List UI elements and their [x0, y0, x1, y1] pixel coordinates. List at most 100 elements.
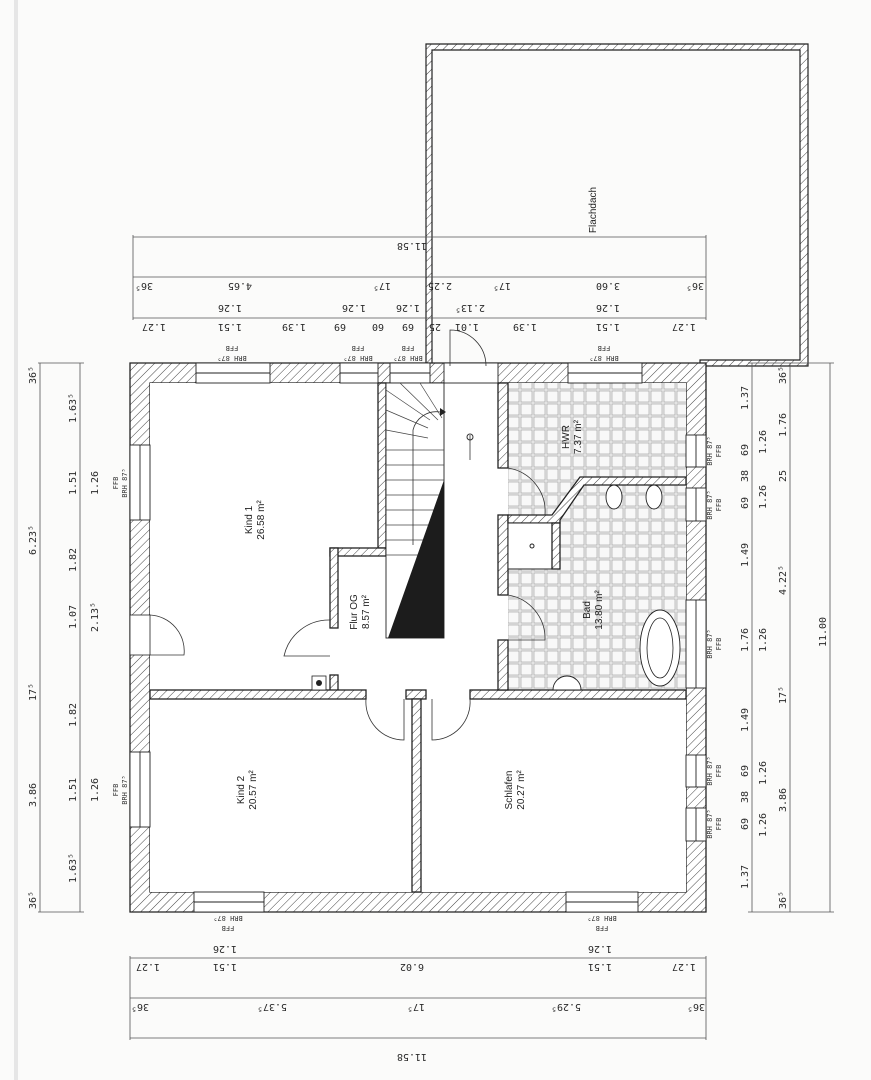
room-labels: Kind 1 26.58 m² Flur OG 8.57 m² HWR 7.37…: [236, 419, 605, 809]
svg-text:17⁵: 17⁵: [373, 280, 391, 291]
svg-text:FFB: FFB: [598, 344, 611, 352]
svg-text:1.63⁵: 1.63⁵: [68, 393, 79, 423]
room-name-kind2: Kind 2: [236, 775, 247, 804]
svg-text:17⁵: 17⁵: [407, 1001, 425, 1012]
svg-text:1.26: 1.26: [90, 471, 101, 495]
svg-text:38: 38: [740, 791, 751, 803]
bathroom-fixtures: [311, 484, 681, 691]
svg-text:1.51: 1.51: [68, 471, 79, 495]
svg-text:1.26: 1.26: [588, 943, 612, 954]
room-name-bad: Bad: [582, 601, 593, 619]
svg-text:BRH 87⁵: BRH 87⁵: [587, 914, 617, 922]
svg-text:FFB: FFB: [402, 344, 415, 352]
svg-text:FFB: FFB: [715, 818, 723, 831]
svg-text:3.86: 3.86: [28, 783, 39, 807]
svg-text:1.26: 1.26: [758, 761, 769, 785]
svg-text:FFB: FFB: [715, 499, 723, 512]
svg-text:1.07: 1.07: [68, 605, 79, 629]
doors: [129, 467, 546, 741]
svg-text:25: 25: [778, 470, 789, 482]
staircase: [385, 382, 474, 639]
svg-text:1.27: 1.27: [672, 961, 696, 972]
room-area-kind1: 26.58 m²: [256, 500, 267, 540]
svg-text:1.27: 1.27: [142, 321, 166, 332]
svg-text:1.49: 1.49: [740, 708, 751, 732]
svg-text:FFB: FFB: [352, 344, 365, 352]
svg-text:1.49: 1.49: [740, 543, 751, 567]
svg-text:1.26: 1.26: [218, 302, 242, 313]
svg-text:1.63⁵: 1.63⁵: [68, 853, 79, 883]
svg-text:1.82: 1.82: [68, 703, 79, 727]
svg-text:2.25: 2.25: [428, 280, 452, 291]
svg-text:1.26: 1.26: [396, 302, 420, 313]
svg-text:1.51: 1.51: [596, 321, 620, 332]
svg-text:BRH 87⁵: BRH 87⁵: [343, 354, 373, 362]
dimensions-right: 1.37 69 38 69 1.49 1.76 1.49 69 38 69 1.…: [740, 362, 834, 913]
interior-walls: [149, 382, 687, 893]
svg-text:1.26: 1.26: [758, 813, 769, 837]
room-area-schlafen: 20.27 m²: [516, 770, 527, 810]
svg-text:FFB: FFB: [112, 784, 120, 797]
svg-text:1.51: 1.51: [218, 321, 242, 332]
svg-text:5.37⁵: 5.37⁵: [257, 1001, 287, 1012]
svg-text:60: 60: [372, 321, 384, 332]
svg-text:BRH 87⁵: BRH 87⁵: [706, 436, 714, 466]
svg-text:17⁵: 17⁵: [493, 280, 511, 291]
room-area-kind2: 20.57 m²: [248, 770, 259, 810]
svg-text:1.39: 1.39: [513, 321, 537, 332]
door-flachdach: [443, 329, 499, 384]
svg-text:1.51: 1.51: [588, 961, 612, 972]
svg-text:BRH 87⁵: BRH 87⁵: [706, 809, 714, 839]
windows: [129, 362, 707, 913]
svg-text:FFB: FFB: [222, 924, 235, 932]
room-name-flur: Flur OG: [349, 594, 360, 630]
svg-text:FFB: FFB: [715, 638, 723, 651]
svg-text:1.27: 1.27: [672, 321, 696, 332]
room-name-hwr: HWR: [561, 425, 572, 449]
svg-text:69: 69: [740, 444, 751, 456]
svg-text:BRH 87⁵: BRH 87⁵: [589, 354, 619, 362]
svg-text:1.01: 1.01: [455, 321, 479, 332]
room-area-bad: 13.80 m²: [594, 590, 605, 630]
svg-text:36⁵: 36⁵: [686, 280, 704, 291]
svg-text:1.26: 1.26: [758, 430, 769, 454]
svg-text:38: 38: [740, 470, 751, 482]
svg-text:BRH 87⁵: BRH 87⁵: [121, 468, 129, 498]
room-name-flachdach: Flachdach: [588, 187, 599, 233]
svg-text:BRH 87⁵: BRH 87⁵: [706, 629, 714, 659]
dimensions-top: 11.58 36⁵ 4.65 17⁵ 2.25 17⁵ 3.60 36⁵ 1.2…: [132, 235, 707, 332]
svg-text:17⁵: 17⁵: [28, 683, 39, 701]
svg-text:BRH 87⁵: BRH 87⁵: [393, 354, 423, 362]
svg-text:1.26: 1.26: [758, 628, 769, 652]
svg-text:BRH 87⁵: BRH 87⁵: [217, 354, 247, 362]
svg-text:FFB: FFB: [226, 344, 239, 352]
svg-text:BRH 87⁵: BRH 87⁵: [706, 490, 714, 520]
svg-text:1.51: 1.51: [68, 778, 79, 802]
dimensions-left: 36⁵ 6.23⁵ 17⁵ 3.86 36⁵ 1.63⁵ 1.51 1.82 1…: [28, 362, 101, 913]
svg-text:1.51: 1.51: [213, 961, 237, 972]
svg-text:1.82: 1.82: [68, 548, 79, 572]
svg-text:1.37: 1.37: [740, 386, 751, 410]
scan-edge: [14, 0, 18, 1080]
svg-text:4.65: 4.65: [228, 280, 252, 291]
svg-text:BRH 87⁵: BRH 87⁵: [706, 756, 714, 786]
svg-text:FFB: FFB: [596, 924, 609, 932]
svg-text:FFB: FFB: [112, 477, 120, 490]
room-name-kind1: Kind 1: [244, 505, 255, 534]
svg-text:69: 69: [740, 818, 751, 830]
svg-text:3.60: 3.60: [596, 280, 620, 291]
svg-text:69: 69: [740, 765, 751, 777]
svg-text:1.76: 1.76: [778, 413, 789, 437]
svg-text:69: 69: [402, 321, 414, 332]
svg-text:36⁵: 36⁵: [778, 366, 789, 384]
svg-text:1.37: 1.37: [740, 865, 751, 889]
svg-text:69: 69: [740, 497, 751, 509]
svg-text:11.58: 11.58: [397, 240, 427, 251]
room-name-schlafen: Schlafen: [504, 771, 515, 810]
svg-text:3.86: 3.86: [778, 788, 789, 812]
svg-text:6.02: 6.02: [400, 961, 424, 972]
svg-text:1.76: 1.76: [740, 628, 751, 652]
svg-text:1.39: 1.39: [282, 321, 306, 332]
svg-text:36⁵: 36⁵: [28, 891, 39, 909]
